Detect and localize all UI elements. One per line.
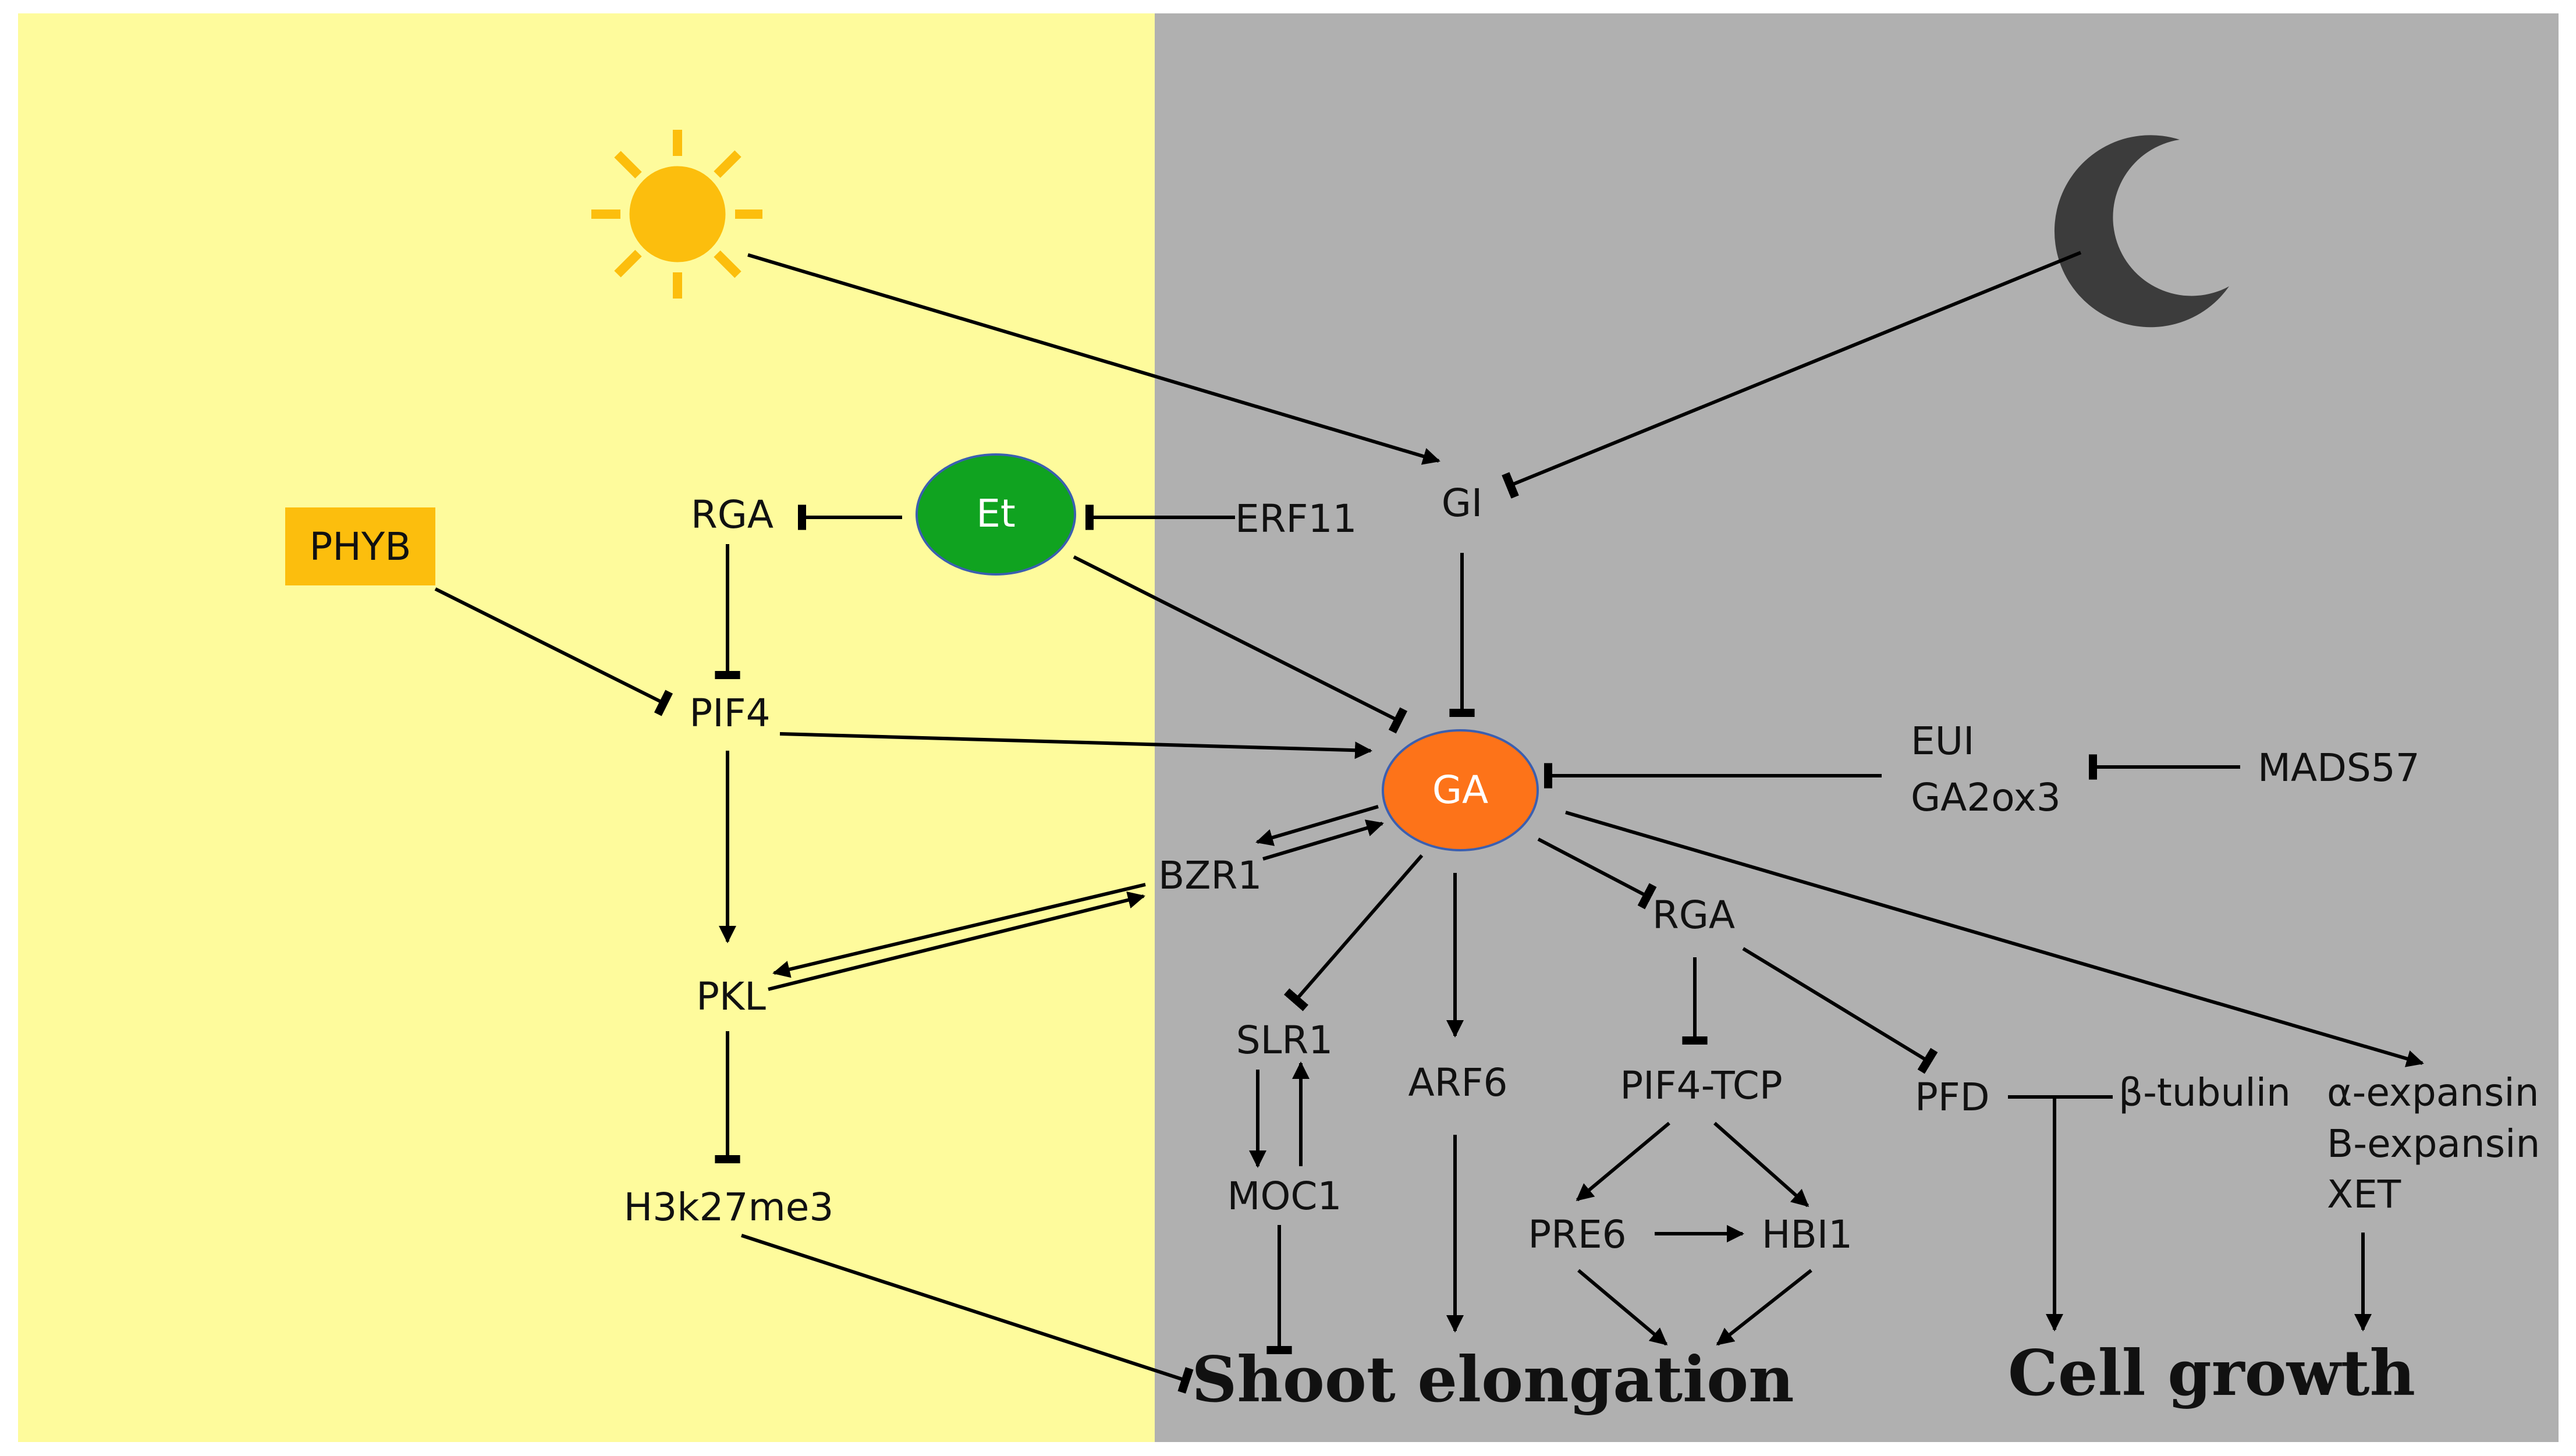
- node-pkl: PKL: [696, 974, 766, 1019]
- night-panel: [1155, 13, 2559, 1442]
- node-phyb: PHYB: [309, 524, 411, 569]
- edge-ga-slr1: [1283, 854, 1424, 1011]
- node-ga: GA: [1432, 768, 1488, 812]
- node-beta-tubulin: β-tubulin: [2119, 1070, 2291, 1115]
- ga-node: [1382, 729, 1539, 851]
- edge-sun-gi: [747, 253, 1440, 465]
- edge-pkl-bzr1: [768, 891, 1145, 991]
- node-gi: GI: [1442, 481, 1483, 525]
- edge-pif4tcp-pre6: [1576, 1121, 1670, 1202]
- node-pre6: PRE6: [1528, 1212, 1626, 1257]
- node-et: Et: [976, 491, 1016, 536]
- edge-ga-bzr1: [1255, 805, 1379, 846]
- edge-phyb-pif4: [434, 587, 673, 716]
- edge-et-ga: [1073, 555, 1408, 734]
- phyb-box: [285, 507, 435, 585]
- et-node: [916, 453, 1076, 576]
- edge-ga-rga: [1537, 837, 1657, 910]
- node-xet: XET: [2327, 1172, 2401, 1217]
- sun-icon: [591, 130, 762, 299]
- node-bzr1: BZR1: [1158, 853, 1262, 898]
- node-eui: EUI: [1911, 719, 1974, 763]
- edge-rga-pfd: [1742, 947, 1938, 1074]
- node-cell-growth: Cell growth: [2008, 1337, 2415, 1410]
- node-pif4-tcp: PIF4-TCP: [1620, 1063, 1782, 1108]
- node-pfd: PFD: [1915, 1075, 1990, 1120]
- node-slr1: SLR1: [1236, 1018, 1333, 1063]
- edge-pif4-ga: [779, 732, 1372, 759]
- edges: [434, 251, 2424, 1394]
- moon-icon: [2054, 135, 2229, 328]
- node-hbi1: HBI1: [1762, 1212, 1853, 1257]
- node-h3k27me3: H3k27me3: [624, 1185, 834, 1230]
- node-b-expansin: B-expansin: [2327, 1121, 2540, 1166]
- node-shoot-elongation: Shoot elongation: [1191, 1343, 1794, 1416]
- edge-pre6-shoot: [1577, 1269, 1668, 1346]
- node-rga-left: RGA: [691, 492, 773, 537]
- edge-bzr1-ga: [1262, 819, 1384, 861]
- edge-moon-gi: [1502, 251, 2082, 499]
- node-pif4: PIF4: [689, 691, 770, 736]
- node-mads57: MADS57: [2258, 745, 2420, 790]
- edge-pif4tcp-hbi1: [1713, 1121, 1809, 1208]
- node-moc1: MOC1: [1227, 1174, 1342, 1219]
- node-alpha-expansin: α-expansin: [2327, 1070, 2539, 1115]
- edge-hbi1-shoot: [1716, 1269, 1812, 1346]
- edge-h3k27me3-shoot: [741, 1234, 1194, 1394]
- node-ga2ox3: GA2ox3: [1911, 775, 2061, 820]
- node-rga-right: RGA: [1652, 893, 1735, 937]
- node-arf6: ARF6: [1408, 1060, 1508, 1105]
- node-erf11: ERF11: [1235, 496, 1357, 541]
- edge-bzr1-pkl: [772, 883, 1146, 978]
- edge-ga-expansin: [1565, 811, 2424, 1067]
- day-panel: [18, 13, 1155, 1442]
